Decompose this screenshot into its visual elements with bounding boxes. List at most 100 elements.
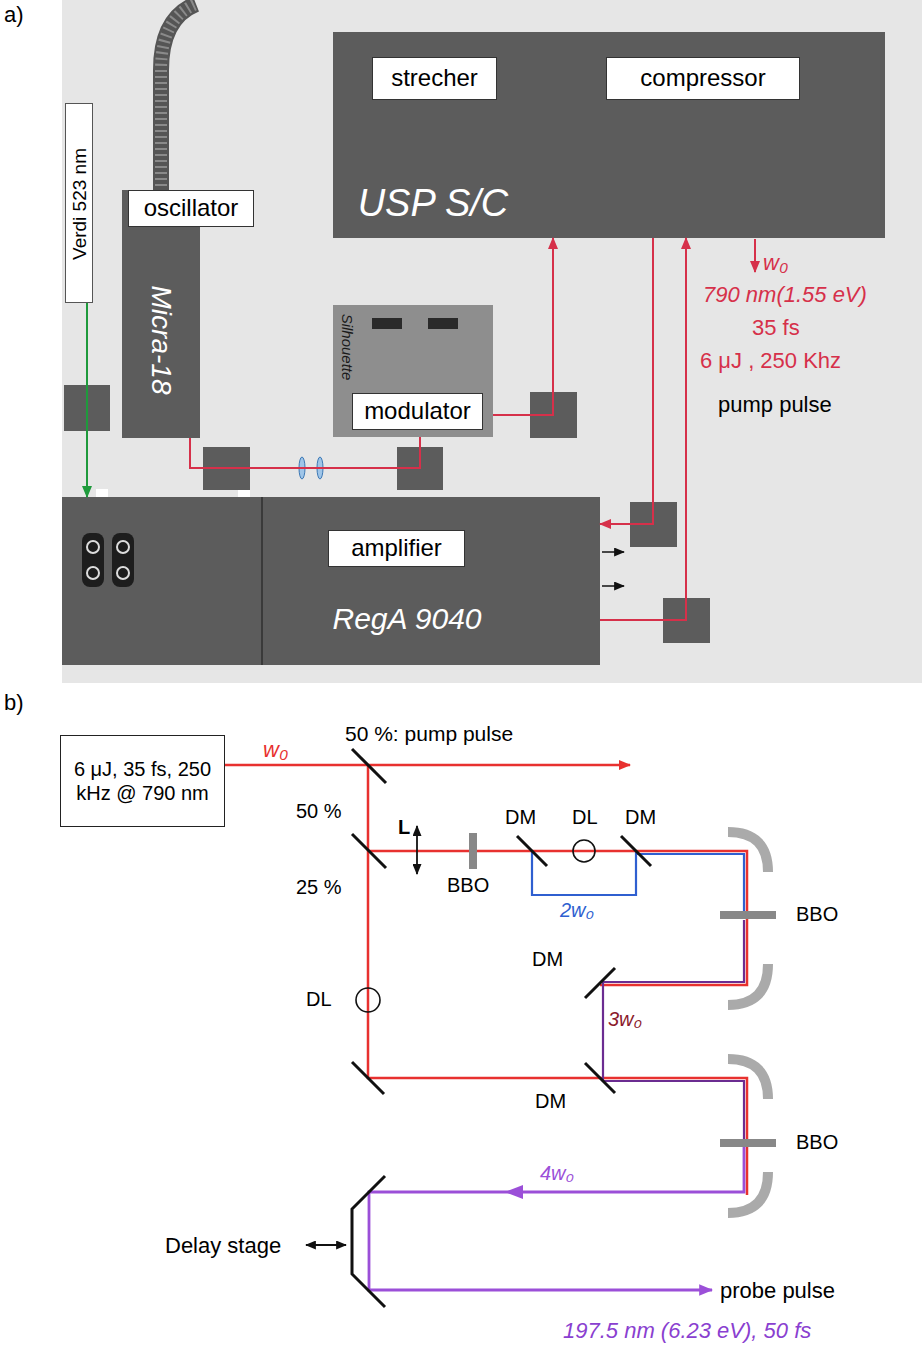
box-label: strecher (391, 64, 478, 93)
dichroic-mirror (621, 836, 651, 866)
component-name: L (398, 816, 410, 839)
beam-name: pump pulse (718, 392, 832, 417)
pump-beam (225, 764, 630, 767)
fourth-harmonic-beam (369, 1146, 744, 1290)
delay-stage-mirrors (352, 1176, 385, 1307)
split-ratio: 50 % (296, 800, 342, 823)
beam-line (190, 437, 420, 468)
device-name: USP S/C (358, 181, 509, 227)
pulse-energy: 6 μJ , 250 Khz (700, 348, 841, 373)
curved-mirror (728, 964, 768, 1005)
bbo-crystal (720, 1139, 776, 1147)
box-label: oscillator (144, 194, 239, 223)
part-tag: strecher (372, 57, 497, 100)
connectors (87, 238, 686, 620)
port (87, 567, 99, 579)
component-name: BBO (796, 1131, 838, 1154)
beam-splitter (352, 834, 386, 868)
modulator-housing (333, 305, 493, 437)
component-name: DM (625, 806, 656, 829)
pulse-duration: 35 fs (752, 315, 800, 340)
laser-housing: USP S/C strecher compressor (333, 32, 885, 238)
component-name: DL (306, 988, 332, 1011)
component-name: BBO (796, 903, 838, 926)
stage-travel-arrow (306, 1244, 346, 1246)
panel-letter: b) (4, 690, 24, 715)
wavelength: 790 nm(1.55 eV) (703, 282, 867, 307)
oscillator-housing: Micra-18oscillator (122, 190, 200, 438)
pump-laser: Verdi 523 nm (65, 103, 93, 303)
output-arrow (602, 551, 624, 553)
port (117, 541, 129, 553)
housing-tab (238, 489, 250, 497)
component-name: DM (535, 1090, 566, 1113)
beam-symbol: 4w₀ (540, 1162, 574, 1185)
beam-line (86, 303, 88, 497)
beam-splitter (352, 749, 386, 783)
dichroic-mirror (517, 836, 547, 866)
component-name: Delay stage (165, 1233, 281, 1258)
port (87, 541, 99, 553)
modulator-housing: Silhouette modulator (333, 305, 493, 437)
component-name: DM (505, 806, 536, 829)
port-block (82, 533, 104, 587)
component-name: DL (572, 806, 598, 829)
vent (428, 318, 458, 329)
third-harmonic-beam (603, 920, 744, 1140)
curved-mirror (728, 832, 768, 872)
beam-line (600, 238, 686, 620)
mirror (352, 1062, 384, 1094)
box-label: amplifier (351, 534, 442, 563)
output-arrow (602, 585, 624, 587)
stretcher-compressor-housing (333, 32, 885, 238)
bbo-crystal (720, 911, 776, 919)
second-harmonic-beam (532, 851, 636, 895)
fiber-hose (161, 4, 196, 192)
device-name: Verdi 523 nm (69, 148, 92, 260)
lens-travel-arrow (416, 826, 418, 874)
component-name: DM (532, 948, 563, 971)
port-block (112, 533, 134, 587)
split-ratio: 50 %: pump pulse (345, 722, 513, 746)
port (117, 567, 129, 579)
panel-ground (62, 0, 922, 683)
source-box: 6 μJ, 35 fs, 250 kHz @ 790 nm (60, 735, 225, 827)
part-tag: amplifier (328, 530, 465, 567)
panel-letter: a) (4, 2, 24, 27)
housing-tab (96, 489, 108, 497)
beam-line (493, 238, 553, 415)
amplifier-housing: RegA 9040 amplifier (62, 497, 600, 665)
device-name: RegA 9040 (332, 601, 481, 637)
beam-symbol: 2w₀ (560, 899, 594, 922)
beam-direction-arrow (505, 1185, 523, 1199)
bbo-crystal (469, 833, 477, 869)
beam-symbol: w₀ (263, 737, 288, 762)
beam-name: probe pulse (720, 1278, 835, 1303)
split-ratio: 25 % (296, 876, 342, 899)
box-label: modulator (364, 397, 471, 426)
pump-output-arrow (754, 239, 756, 272)
beam-line (600, 238, 653, 524)
dichroic-mirror (585, 968, 615, 998)
fundamental-beam (368, 851, 747, 985)
beam-symbol: w₀ (763, 250, 788, 275)
device-name: Silhouette (338, 314, 356, 381)
second-harmonic-beam (636, 854, 744, 915)
delay-line (356, 988, 380, 1012)
fundamental-beam (368, 765, 747, 1195)
device-name: Micra-18 (144, 286, 178, 395)
housing-seam (261, 497, 263, 665)
oscillator-housing (122, 190, 200, 438)
curved-mirror (728, 1172, 768, 1213)
box-label: 6 μJ, 35 fs, 250 kHz @ 790 nm (67, 757, 218, 805)
amplifier-housing (62, 497, 600, 665)
probe-spec: 197.5 nm (6.23 eV), 50 fs (563, 1318, 811, 1343)
curved-mirror (728, 1059, 768, 1099)
part-tag: modulator (352, 393, 483, 430)
part-tag: compressor (606, 57, 800, 100)
component-name: BBO (447, 874, 489, 897)
box-label: compressor (640, 64, 765, 93)
